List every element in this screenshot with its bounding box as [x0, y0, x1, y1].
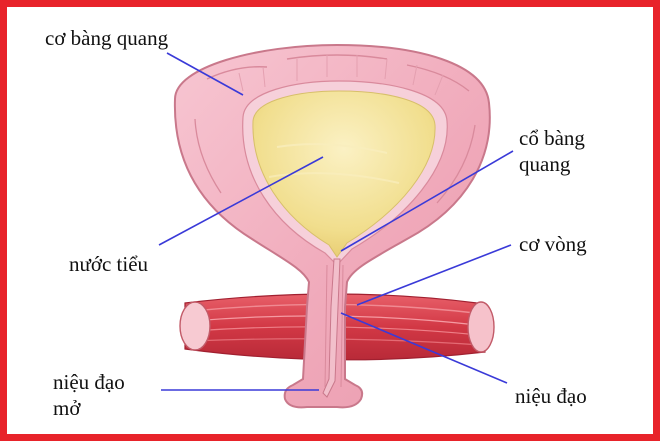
label-open-urethra-line2: mở	[53, 396, 81, 420]
leader-line-urine	[158, 156, 324, 246]
label-open-urethra: niệu đạo mở	[53, 369, 125, 421]
urine-region	[242, 80, 448, 266]
label-urethra: niệu đạo	[515, 384, 587, 408]
urethra-channel	[322, 258, 344, 398]
leader-line-bladder-muscle	[166, 52, 244, 96]
bladder-illustration	[158, 43, 514, 409]
label-bladder-neck-line2: quang	[519, 152, 571, 176]
leader-line-urethra	[340, 312, 508, 384]
label-bladder-neck: cổ bàng quang	[519, 125, 585, 177]
leader-line-bladder-neck	[340, 150, 514, 252]
label-sphincter: cơ vòng	[519, 232, 587, 256]
leader-lines	[158, 52, 514, 391]
label-bladder-muscle: cơ bàng quang	[45, 26, 169, 50]
label-open-urethra-line1: niệu đạo	[53, 370, 125, 394]
leader-line-sphincter	[356, 244, 512, 306]
label-bladder-neck-line1: cổ bàng	[519, 126, 585, 150]
label-urine: nước tiểu	[69, 252, 149, 276]
